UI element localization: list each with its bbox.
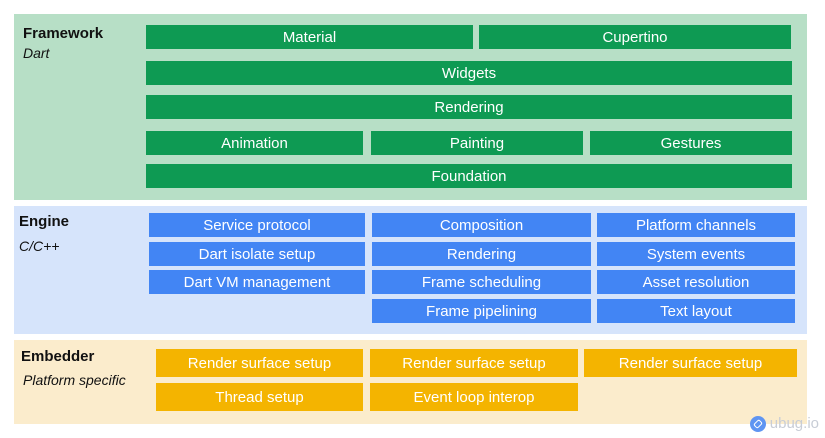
engine-platform-channels: Platform channels — [597, 213, 795, 237]
watermark-text: ubug.io — [769, 415, 819, 432]
animation-box: Animation — [146, 131, 363, 155]
engine-rendering: Rendering — [372, 242, 591, 266]
embedder-event-loop-interop: Event loop interop — [370, 383, 578, 411]
painting-box: Painting — [371, 131, 583, 155]
embedder-thread-setup: Thread setup — [156, 383, 363, 411]
engine-subtitle: C/C++ — [19, 238, 60, 254]
foundation-box: Foundation — [146, 164, 792, 188]
gestures-box: Gestures — [590, 131, 792, 155]
engine-system-events: System events — [597, 242, 795, 266]
embedder-render-surface-setup-3: Render surface setup — [584, 349, 797, 377]
engine-service-protocol: Service protocol — [149, 213, 365, 237]
engine-dart-vm-management: Dart VM management — [149, 270, 365, 294]
embedder-title: Embedder — [21, 348, 95, 365]
engine-frame-pipelining: Frame pipelining — [372, 299, 591, 323]
cupertino-box: Cupertino — [479, 25, 791, 49]
widgets-box: Widgets — [146, 61, 792, 85]
engine-dart-isolate-setup: Dart isolate setup — [149, 242, 365, 266]
engine-asset-resolution: Asset resolution — [597, 270, 795, 294]
engine-composition: Composition — [372, 213, 591, 237]
engine-text-layout: Text layout — [597, 299, 795, 323]
embedder-render-surface-setup-2: Render surface setup — [370, 349, 578, 377]
engine-title: Engine — [19, 213, 70, 230]
watermark: ubug.io — [749, 415, 819, 432]
framework-title: Framework — [23, 25, 104, 42]
material-box: Material — [146, 25, 473, 49]
engine-frame-scheduling: Frame scheduling — [372, 270, 591, 294]
ubug-logo-icon — [749, 415, 766, 432]
embedder-subtitle: Platform specific — [23, 372, 126, 388]
framework-subtitle: Dart — [23, 45, 50, 61]
embedder-render-surface-setup-1: Render surface setup — [156, 349, 363, 377]
rendering-box: Rendering — [146, 95, 792, 119]
